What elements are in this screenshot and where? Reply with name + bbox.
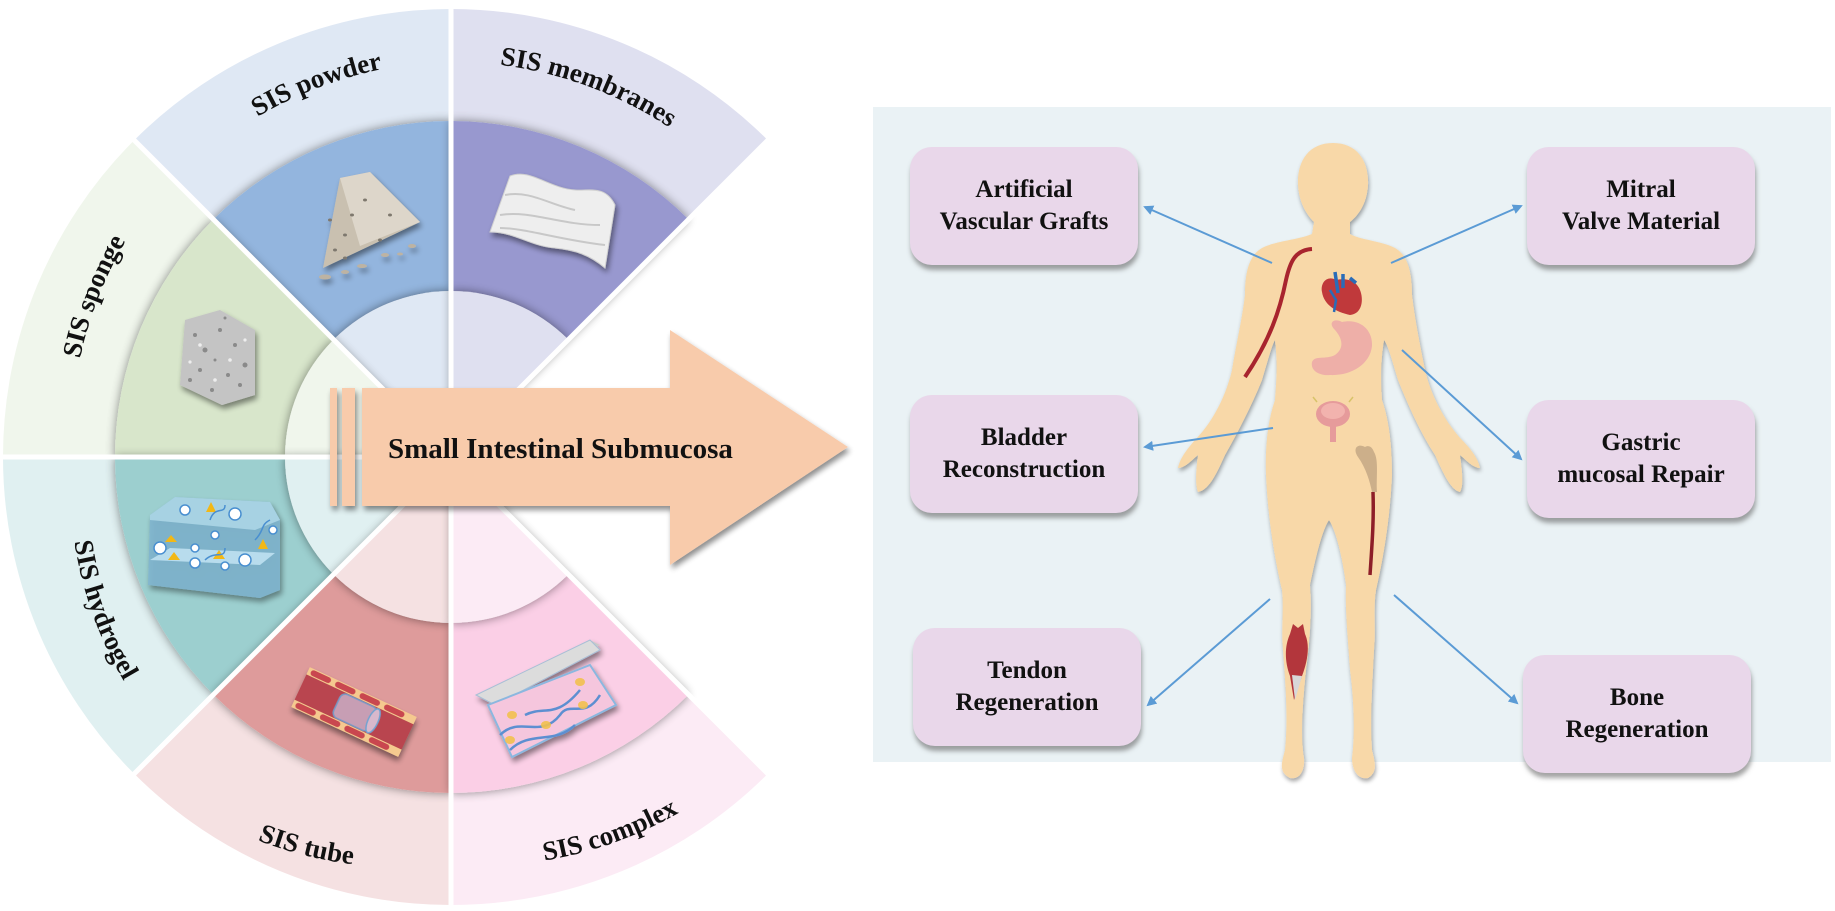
hydrogel-block-icon <box>148 497 280 598</box>
segment-outer-ring <box>451 9 768 220</box>
sponge-block-icon <box>180 310 255 405</box>
application-bone: Bone Regeneration <box>1523 655 1751 773</box>
sis-arrow <box>330 330 848 565</box>
arrow-stripe <box>330 388 337 506</box>
arrow-label: Small Intestinal Submucosa <box>388 433 733 465</box>
application-tendon: Tendon Regeneration <box>913 628 1141 746</box>
segment-outer-ring <box>3 140 214 457</box>
membrane-sheet-icon <box>489 173 616 269</box>
application-mitral-valve: Mitral Valve Material <box>1527 147 1755 265</box>
application-label: Bone Regeneration <box>1565 684 1709 743</box>
segment-outer-ring <box>451 694 768 905</box>
sis-forms-wheel: SIS powder SIS membranes SIS sponge SIS … <box>3 5 848 909</box>
application-vascular-grafts: Artificial Vascular Grafts <box>910 147 1138 265</box>
composite-scaffold-icon <box>474 639 618 759</box>
segment-outer-ring <box>3 457 214 774</box>
application-bladder: Bladder Reconstruction <box>910 395 1138 513</box>
powder-pile-icon <box>319 172 420 280</box>
arrow-stripe <box>342 388 355 506</box>
application-label: Tendon Regeneration <box>955 657 1099 716</box>
application-gastric-mucosal: Gastric mucosal Repair <box>1527 400 1755 518</box>
vessel-tube-icon <box>291 667 417 757</box>
segment-outer-ring <box>134 694 451 905</box>
segment-outer-ring <box>134 9 451 220</box>
application-label: Artificial Vascular Grafts <box>939 176 1109 235</box>
application-label: Mitral Valve Material <box>1561 176 1721 235</box>
application-label: Gastric mucosal Repair <box>1557 429 1725 488</box>
application-label: Bladder Reconstruction <box>942 424 1106 483</box>
arrow-body <box>362 330 848 565</box>
